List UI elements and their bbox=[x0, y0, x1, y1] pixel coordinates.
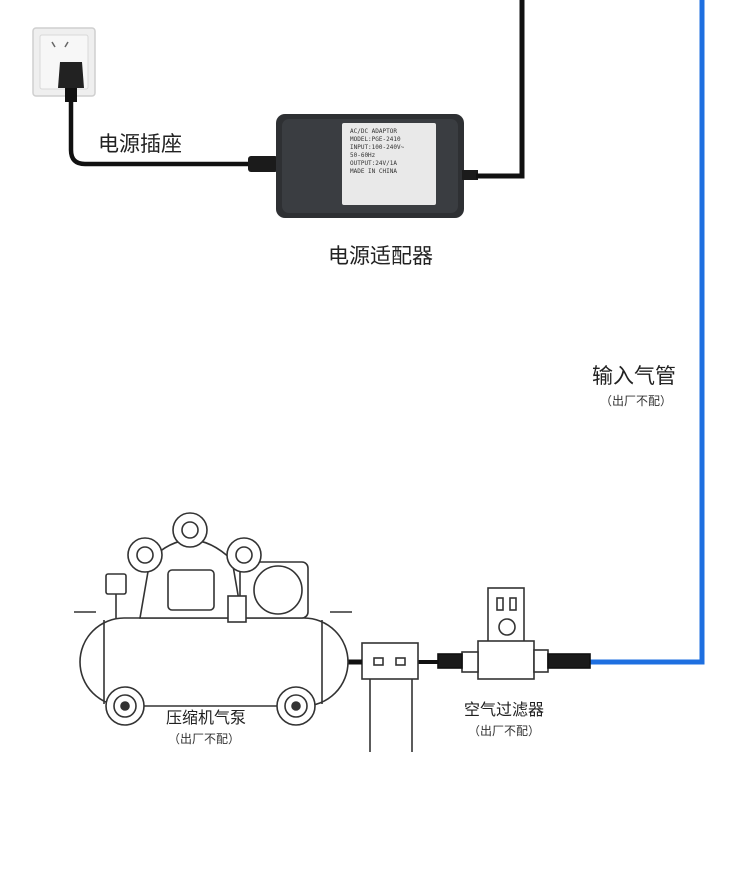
sticker-line-1: AC/DC ADAPTOR bbox=[350, 128, 397, 135]
power-socket-label: 电源插座 bbox=[98, 132, 182, 156]
compressor-label: 压缩机气泵 bbox=[166, 708, 247, 727]
input-air-tube-label: 输入气管 bbox=[592, 364, 676, 388]
dc-output-cable bbox=[476, 0, 525, 179]
adapter-sticker: AC/DC ADAPTOR MODEL:PGE-2410 INPUT:100-2… bbox=[350, 128, 430, 200]
sticker-line-5: OUTPUT:24V/1A bbox=[350, 160, 397, 167]
power-cable bbox=[68, 97, 253, 167]
power-adapter-icon bbox=[276, 114, 464, 218]
sticker-line-3: INPUT:100-240V~ bbox=[350, 144, 405, 151]
sticker-line-2: MODEL:PGE-2410 bbox=[350, 136, 401, 143]
sticker-line-4: 50-60Hz bbox=[350, 152, 376, 159]
input-air-tube-line bbox=[590, 0, 705, 665]
mount-bracket-icon bbox=[361, 642, 419, 752]
sticker-line-6: MADE IN CHINA bbox=[350, 168, 397, 175]
power-adapter-label: 电源适配器 bbox=[328, 244, 433, 268]
air-filter-label: 空气过滤器 bbox=[464, 700, 545, 719]
wall-socket-icon bbox=[32, 27, 96, 102]
air-compressor-icon bbox=[74, 512, 352, 726]
cable-strain-relief-right bbox=[462, 170, 478, 180]
air-filter-note: （出厂不配） bbox=[468, 724, 541, 738]
air-filter-icon bbox=[437, 587, 591, 680]
input-air-tube-note: （出厂不配） bbox=[600, 394, 673, 408]
compressor-note: （出厂不配） bbox=[168, 732, 241, 746]
cable-strain-relief-left bbox=[248, 156, 278, 172]
